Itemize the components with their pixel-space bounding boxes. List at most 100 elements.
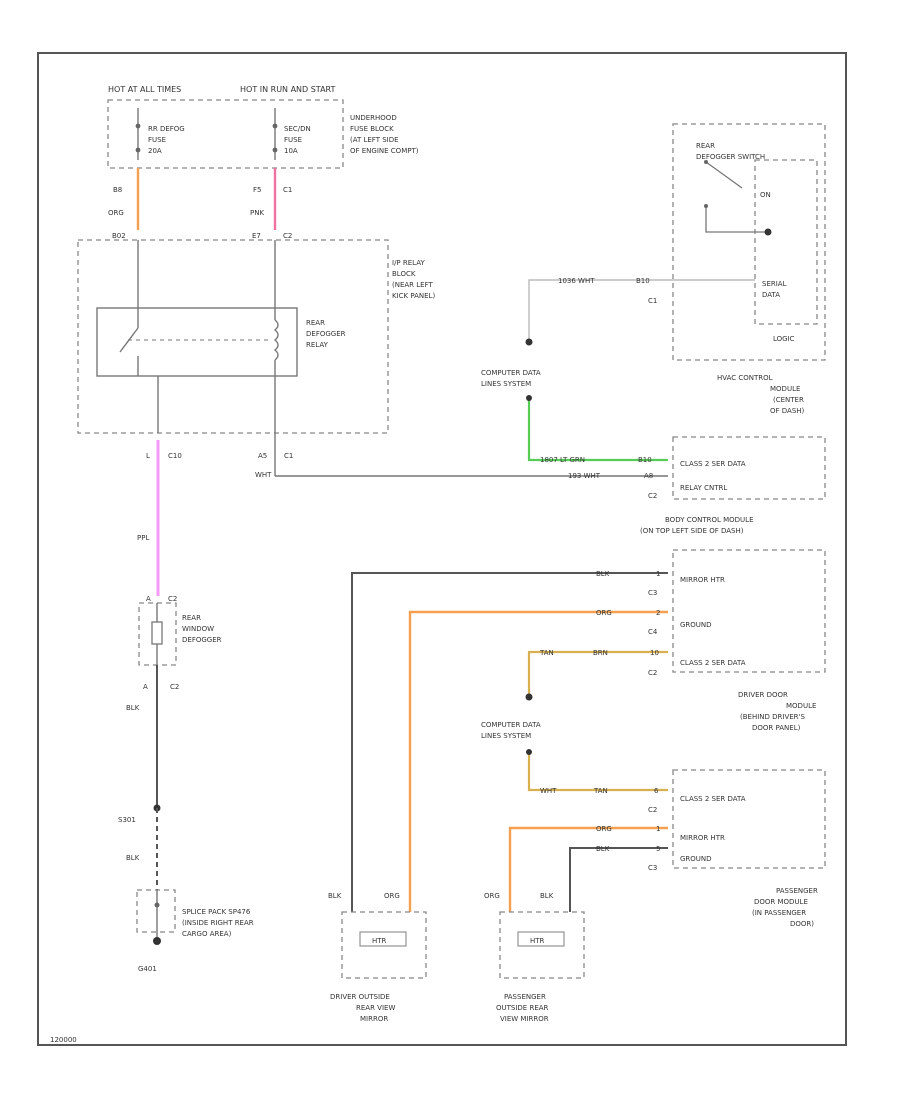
relay-block-line2: BLOCK xyxy=(392,270,416,278)
pd-class2: CLASS 2 SER DATA xyxy=(680,795,746,803)
pd-org-label: ORG xyxy=(596,825,612,833)
pd-org-wire xyxy=(508,826,668,912)
underhood-line1: UNDERHOOD xyxy=(350,114,397,122)
pass-module-line1: PASSENGER xyxy=(776,887,818,895)
driver-mirror-box xyxy=(341,911,427,979)
defogger-line1: REAR xyxy=(182,614,201,622)
hvac-module-line3: (CENTER xyxy=(773,396,804,404)
pin-l: L xyxy=(146,452,150,460)
switch-on-label: ON xyxy=(760,191,771,199)
mir-org2-label: ORG xyxy=(484,892,500,900)
defogger-switch-arm xyxy=(705,161,743,189)
pd-wht-label: WHT xyxy=(540,787,557,795)
defogger-line2: WINDOW xyxy=(182,625,214,633)
dd-mirror-htr: MIRROR HTR xyxy=(680,576,725,584)
pin-a-defog: A xyxy=(146,595,151,603)
pd-blk-label: BLK xyxy=(596,845,610,853)
pin-c2-relay: C2 xyxy=(283,232,292,240)
driver-module-line2: MODULE xyxy=(786,702,816,710)
pd-pin3: 5 xyxy=(656,845,660,853)
cdls-top-lower-node xyxy=(526,395,532,401)
bcm-line1: BODY CONTROL MODULE xyxy=(665,516,754,524)
underhood-line2: FUSE BLOCK xyxy=(350,125,394,133)
fuse-secdn-line2: FUSE xyxy=(284,136,302,144)
dd-pin1: 1 xyxy=(656,570,660,578)
defogger-switch-pivot xyxy=(704,160,708,164)
fuse-rr-line3: 20A xyxy=(148,147,162,155)
pin-e7: E7 xyxy=(252,232,261,240)
pin-a-low: A xyxy=(143,683,148,691)
rear-defogger-relay xyxy=(96,307,298,377)
switch-return-pin xyxy=(704,204,708,208)
figure-id: 120000 xyxy=(50,1036,77,1044)
pin-b8: B8 xyxy=(113,186,122,194)
dd-org-label: ORG xyxy=(596,609,612,617)
bcm-wht-wire-label: 193 WHT xyxy=(568,472,601,480)
relay-label-line3: RELAY xyxy=(306,341,329,349)
diagram-frame xyxy=(37,52,847,1046)
driver-module-line1: DRIVER DOOR xyxy=(738,691,788,699)
pass-door-module-box xyxy=(672,769,826,869)
fuse-secdn-line3: 10A xyxy=(284,147,298,155)
pin-c2-defog: C2 xyxy=(168,595,177,603)
cdls-mid-line2: LINES SYSTEM xyxy=(481,732,531,740)
pin-a5: A5 xyxy=(258,452,267,460)
mir-org-label: ORG xyxy=(384,892,400,900)
serial-data-line2: DATA xyxy=(762,291,780,299)
dd-org-wire xyxy=(408,610,668,912)
driver-mirror-htr-label: HTR xyxy=(372,937,387,945)
fuse-rr-pin-top xyxy=(135,123,141,129)
bcm-grn-pin-label: B10 xyxy=(638,456,652,464)
underhood-line3: (AT LEFT SIDE xyxy=(350,136,399,144)
dd-pin2: 2 xyxy=(656,609,660,617)
pass-mirror-line2: OUTSIDE REAR xyxy=(496,1004,549,1012)
underhood-line4: OF ENGINE COMPT) xyxy=(350,147,419,155)
wire-blk-label: BLK xyxy=(126,704,140,712)
splice-pack-line1: SPLICE PACK SP476 xyxy=(182,908,251,916)
ground-g401-label: G401 xyxy=(138,965,157,973)
pin-c1-relay: C1 xyxy=(284,452,293,460)
fuse-rr-pin-bottom xyxy=(135,147,141,153)
fuse-secdn-pin-bottom xyxy=(272,147,278,153)
fuse-secdn-line1: SEC/DN xyxy=(284,125,311,133)
wire-org-label: ORG xyxy=(108,209,124,217)
relay-block-line1: I/P RELAY xyxy=(392,259,425,267)
bcm-box xyxy=(672,436,826,500)
pass-module-line4: DOOR) xyxy=(790,920,814,928)
bcm-class2-label: CLASS 2 SER DATA xyxy=(680,460,746,468)
pass-mirror-htr-label: HTR xyxy=(530,937,545,945)
dd-c4: C4 xyxy=(648,628,658,636)
pass-module-line2: DOOR MODULE xyxy=(754,898,808,906)
dd-c3: C3 xyxy=(648,589,657,597)
dd-tan-wire xyxy=(527,650,668,695)
pass-module-line3: (IN PASSENGER xyxy=(752,909,806,917)
pin-c1-top: C1 xyxy=(283,186,292,194)
bcm-grn-wire-label: 1807 LT GRN xyxy=(540,456,585,464)
dd-ground: GROUND xyxy=(680,621,712,629)
mir-blk2-label: BLK xyxy=(540,892,554,900)
hvac-serial-wire xyxy=(528,279,755,340)
hvac-pin-label: B10 xyxy=(636,277,650,285)
dd-blk-label: BLK xyxy=(596,570,610,578)
underhood-fuse-block-box xyxy=(107,99,344,169)
dd-c2: C2 xyxy=(648,669,657,677)
pd-c3: C3 xyxy=(648,864,657,872)
pin-b02: B02 xyxy=(112,232,126,240)
switch-label-line1: REAR xyxy=(696,142,715,150)
cdls-top-line1: COMPUTER DATA xyxy=(481,369,541,377)
hvac-module-line2: MODULE xyxy=(770,385,800,393)
hvac-conn-label: C1 xyxy=(648,297,657,305)
splice-pack-box xyxy=(136,889,176,933)
pin-f5: F5 xyxy=(253,186,261,194)
switch-input-node xyxy=(764,228,772,236)
relay-block-box xyxy=(77,239,389,434)
pd-mirror-htr: MIRROR HTR xyxy=(680,834,725,842)
wire-pnk-label: PNK xyxy=(250,209,264,217)
splice-pack-line2: (INSIDE RIGHT REAR xyxy=(182,919,254,927)
wire-wht-relay: WHT xyxy=(255,471,272,479)
pd-tan-label: TAN xyxy=(593,787,608,795)
serial-data-line1: SERIAL xyxy=(762,280,787,288)
driver-mirror-heater xyxy=(359,931,407,947)
cdls-mid-node-top xyxy=(525,693,533,701)
splice-pack-pin xyxy=(154,902,160,908)
